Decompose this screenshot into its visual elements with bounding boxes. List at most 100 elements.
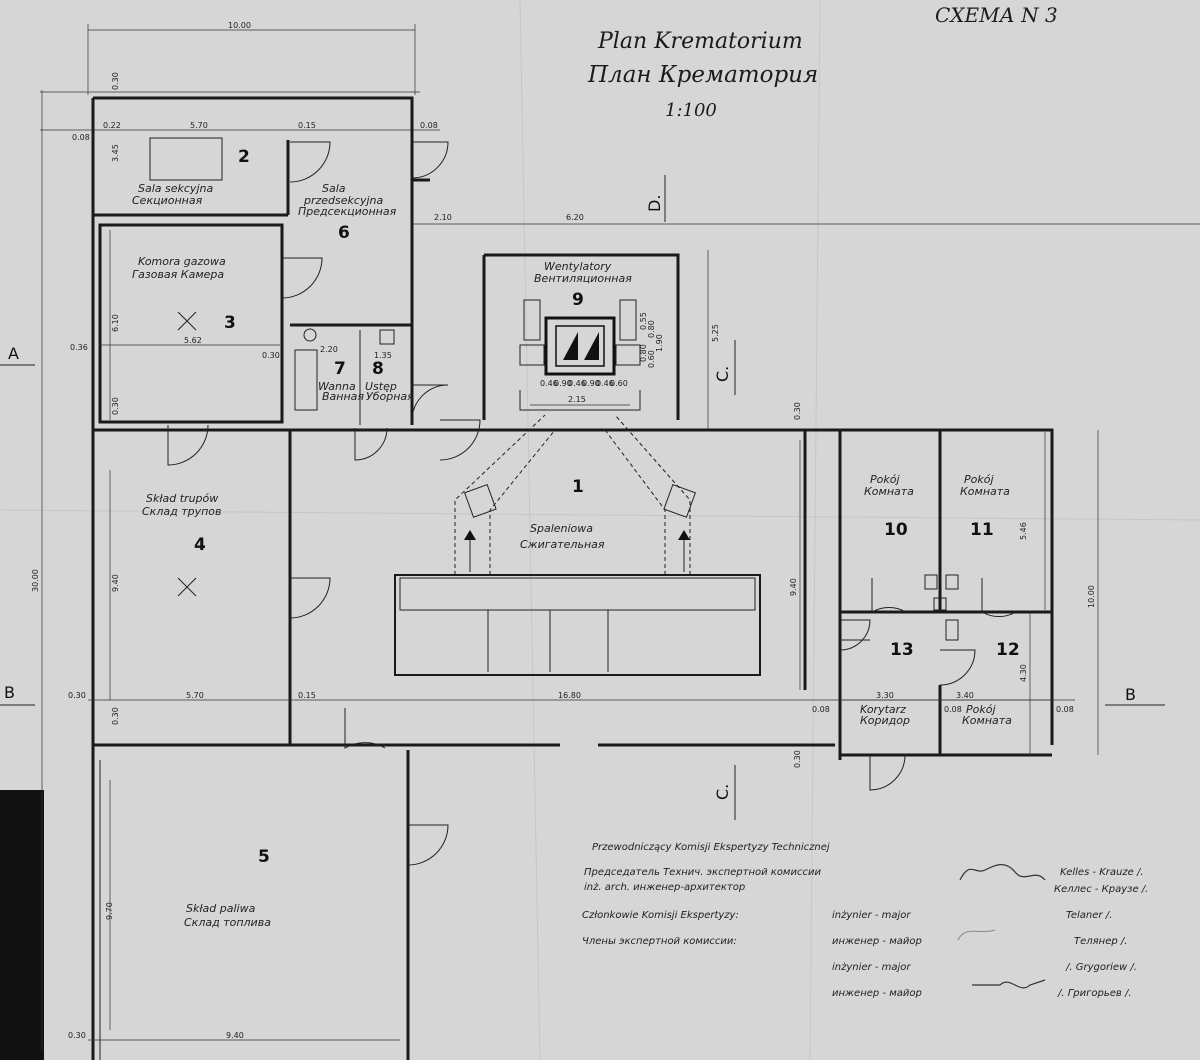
room-4: Skład trupów Склад трупов 4 <box>142 492 222 555</box>
washbasin-fixture <box>945 619 959 641</box>
dimension-text: 0.30 <box>793 750 802 768</box>
dimension-text: 10.00 <box>228 21 251 30</box>
dimension-text: 0.60 <box>647 350 656 368</box>
room-name-russian: Комната <box>960 485 1010 498</box>
room-name-russian: Коридор <box>860 714 910 727</box>
room-name-russian: Комната <box>864 485 914 498</box>
dimension-text: 0.46 <box>568 379 586 388</box>
wall <box>412 428 1054 745</box>
flow-arrow <box>464 530 476 540</box>
dimension-text: 9.40 <box>789 578 798 596</box>
scheme-number: СХЕМА N 3 <box>935 3 1058 27</box>
room-name-polish: Wanna <box>318 380 356 393</box>
flue-inlet <box>463 483 497 518</box>
door-swing <box>411 384 449 421</box>
dimension-text: 2.15 <box>568 395 586 404</box>
dimension-text: 0.22 <box>103 121 121 130</box>
dimension-text: 5.62 <box>184 336 202 345</box>
room-name-russian: Склад топлива <box>184 916 271 929</box>
dimension-text: 0.36 <box>70 343 88 352</box>
plan-title-polish: Plan Krematorium <box>597 29 803 54</box>
dimension-text: 9.40 <box>111 574 120 592</box>
member-rank-polish: inżynier - major <box>832 910 911 921</box>
dimension-text: 0.08 <box>72 133 90 142</box>
door-swing <box>289 141 331 183</box>
flue-duct <box>614 414 691 575</box>
dimension-text: 0.08 <box>944 705 962 714</box>
dimension-text: 0.15 <box>298 121 316 130</box>
dimension-text: 5.70 <box>186 691 204 700</box>
room-name-polish: Skład trupów <box>146 492 218 505</box>
room-7: 7 Wanna Ванная <box>318 359 364 403</box>
member-name-russian: Телянер /. <box>1074 936 1127 947</box>
member-rank-polish: inżynier - major <box>832 962 911 973</box>
dimension-text: 6.10 <box>111 314 120 332</box>
room-name-polish: Skład paliwa <box>186 902 256 915</box>
room-number: 1 <box>572 477 584 497</box>
plan-scale: 1:100 <box>665 100 717 121</box>
flue-outline <box>519 390 641 411</box>
room-number: 12 <box>996 640 1020 660</box>
axis-label-a: A <box>8 344 19 363</box>
room-number: 6 <box>338 223 350 243</box>
flue-triangle <box>563 332 578 360</box>
flue-duct <box>454 414 546 575</box>
axis-label-c-bottom: C. <box>713 784 732 800</box>
dimension-text: 0.08 <box>1056 705 1074 714</box>
room-number: 8 <box>372 359 384 379</box>
room-11: Pokój Комната 11 <box>960 473 1010 540</box>
dimension-text: 9.40 <box>226 1031 244 1040</box>
room-number: 7 <box>334 359 346 379</box>
bathtub-fixture <box>294 349 318 411</box>
dimension-text: 0.90 <box>554 379 572 388</box>
room-name-russian: Секционная <box>132 194 203 207</box>
room-number: 4 <box>194 535 206 555</box>
chimney-block <box>544 316 616 376</box>
dimension-text: 0.80 <box>639 344 648 362</box>
door-swing <box>281 257 323 299</box>
dimension-text: 2.20 <box>320 345 338 354</box>
dimension-text: 0.30 <box>793 402 802 420</box>
room-name-polish: Pokój <box>966 703 996 716</box>
dimension-text: 0.55 <box>639 312 648 330</box>
ventilator-fixture <box>523 299 541 341</box>
dimension-text: 0.15 <box>298 691 316 700</box>
dimension-text: 3.45 <box>111 144 120 162</box>
signature-scribble <box>972 979 1046 989</box>
member-name-polish: Telaner /. <box>1066 910 1112 921</box>
dimension-text: 0.30 <box>111 707 120 725</box>
room-name-polish: Spaleniowa <box>530 522 593 535</box>
room-number: 2 <box>238 147 250 167</box>
dimension-text: 0.08 <box>420 121 438 130</box>
room-name-russian: Сжигательная <box>520 538 605 551</box>
dimension-text: 0.80 <box>647 320 656 338</box>
sink-fixture <box>303 328 317 342</box>
commission-chair-title: inż. arch. инженер-архитектор <box>584 882 745 893</box>
chimney-flue <box>555 325 605 367</box>
room-name-russian: Уборная <box>366 390 414 403</box>
commission-members-russian: Члены экспертной комиссии: <box>582 936 737 947</box>
dimension-text: 9.70 <box>105 902 114 920</box>
room-1: 1 Spaleniowa Сжигательная <box>520 477 605 551</box>
signature-scribble <box>957 929 996 941</box>
dimension-text: 0.30 <box>111 72 120 90</box>
member-name-polish: /. Grygoriew /. <box>1065 962 1137 973</box>
ventilator-fixture <box>615 344 641 366</box>
dimension-text: 5.70 <box>190 121 208 130</box>
vent-mark <box>177 311 197 331</box>
door-swing <box>411 141 449 179</box>
door-swing <box>289 577 331 619</box>
commission-chair-russian: Председатель Технич. экспертной комиссии <box>584 867 821 878</box>
room-number: 5 <box>258 847 270 867</box>
room-name-polish: Wentylatory <box>544 260 612 273</box>
wall <box>93 96 430 182</box>
flow-arrow <box>678 530 690 540</box>
door-swing <box>354 427 388 461</box>
member-name-russian: Келлес - Краузе /. <box>1054 884 1148 895</box>
dissection-table <box>149 137 223 181</box>
room-name-polish: Sala sekcyjna <box>138 182 213 195</box>
paper-fold <box>519 0 541 1060</box>
dimension-text: 3.30 <box>876 691 894 700</box>
